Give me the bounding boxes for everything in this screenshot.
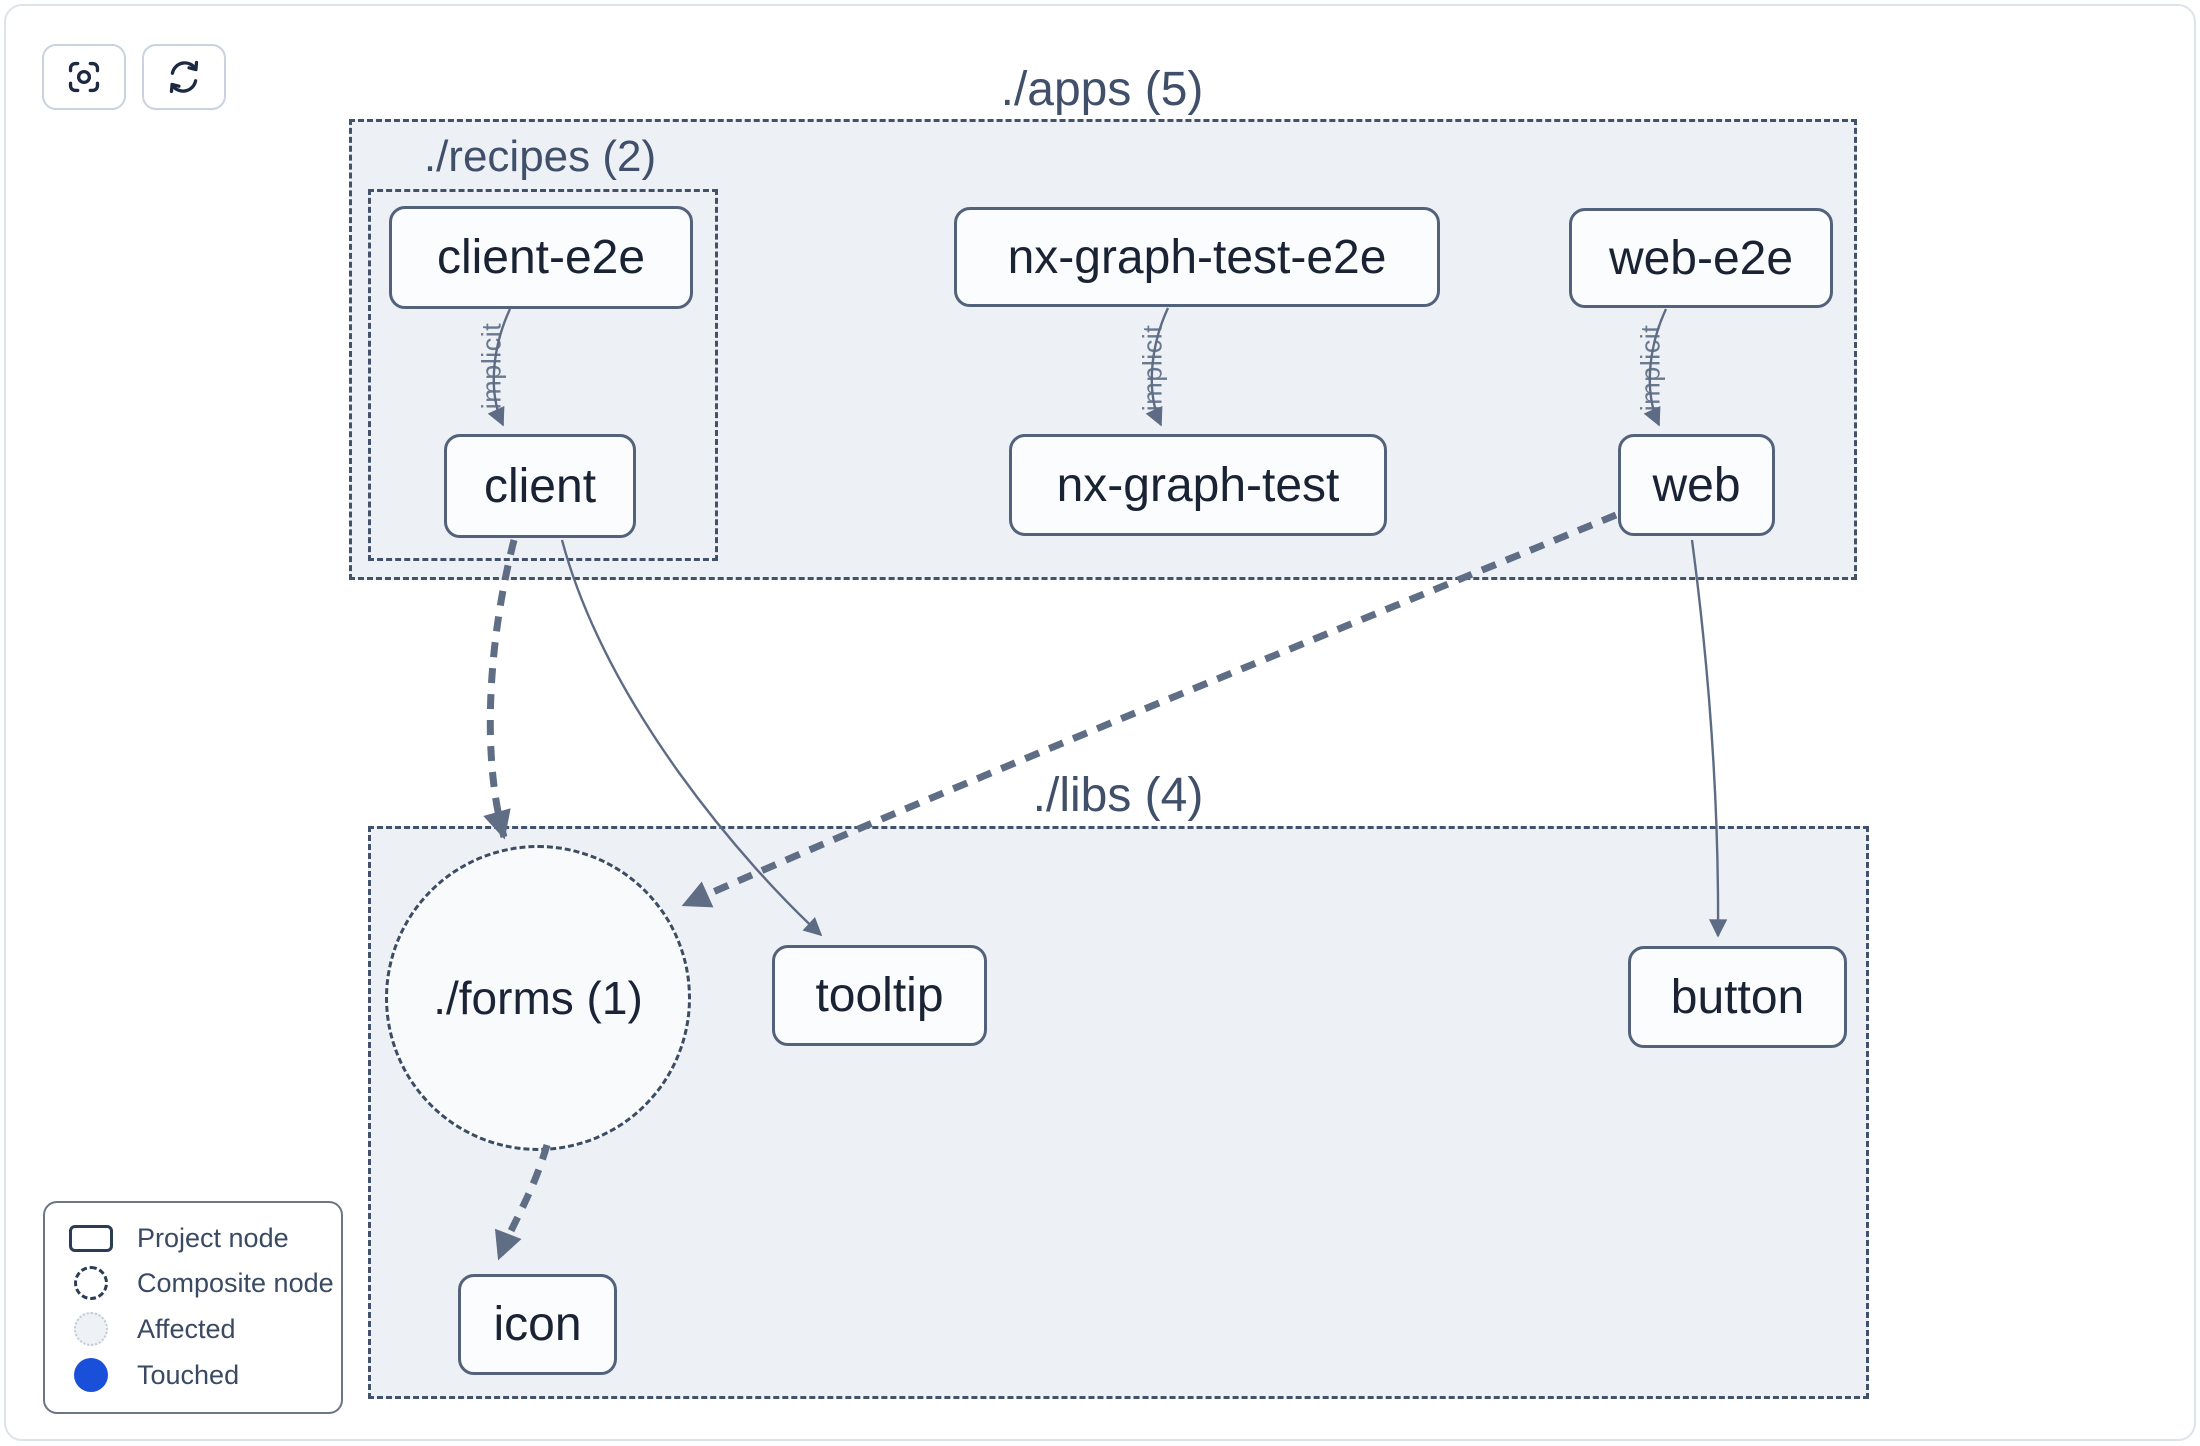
edge-web-e2e-to-web[interactable] [1643,308,1668,427]
legend-label: Affected [137,1313,236,1344]
group-recipes-label: ./recipes (2) [423,132,657,181]
edge-web-to-forms[interactable] [681,511,1618,909]
legend-label: Composite node [137,1267,334,1298]
node-web-label: web [1652,458,1741,512]
edge-client-to-tooltip[interactable] [560,539,823,937]
node-nx-graph-test-e2e-label: nx-graph-test-e2e [1007,230,1387,284]
legend-row-composite-node: Composite node [45,1266,341,1300]
affected-symbol [45,1312,137,1346]
node-client[interactable]: client [444,434,636,538]
node-button-label: button [1670,970,1805,1024]
node-client-e2e-label: client-e2e [436,231,646,284]
group-apps-label: ./apps (5) [1000,63,1204,116]
composite-node-symbol [45,1266,137,1300]
refresh-icon [169,60,199,94]
node-button[interactable]: button [1628,946,1847,1048]
legend-row-project-node: Project node [45,1223,341,1254]
legend-row-touched: Touched [45,1358,341,1392]
edges-layer [483,307,1728,1261]
edge-nx-graph-test-e2e-to-nx-graph-test[interactable] [1145,307,1170,427]
edge-web-to-button[interactable] [1690,539,1728,938]
node-client-label: client [483,459,597,513]
focus-button[interactable] [42,44,126,110]
graph-canvas[interactable]: ./apps (5) ./recipes (2) ./libs (4) ./fo… [4,4,2196,1441]
node-web-e2e[interactable]: web-e2e [1569,208,1833,308]
group-recipes[interactable] [368,189,718,561]
composite-node-forms-label: ./forms (1) [433,972,643,1024]
composite-node-forms[interactable]: ./forms (1) [385,845,691,1151]
group-libs-label: ./libs (4) [1032,769,1204,822]
node-nx-graph-test-e2e[interactable]: nx-graph-test-e2e [954,207,1440,307]
legend-label: Touched [137,1359,240,1390]
node-web-e2e-label: web-e2e [1608,231,1794,285]
legend-label: Project node [137,1223,289,1253]
legend-row-affected: Affected [45,1312,341,1346]
edge-client-e2e-to-client[interactable] [487,308,512,427]
node-tooltip-label: tooltip [815,969,944,1022]
touched-symbol [45,1358,137,1392]
node-client-e2e[interactable]: client-e2e [389,206,693,309]
node-icon[interactable]: icon [458,1274,617,1375]
legend: Project node Composite node Affected Tou… [43,1201,343,1414]
project-node-symbol [45,1225,137,1252]
refresh-button[interactable] [142,44,226,110]
edge-client-to-forms[interactable] [483,539,518,840]
edge-label-implicit-client: implicit [476,322,507,410]
node-tooltip[interactable]: tooltip [772,945,987,1046]
node-nx-graph-test[interactable]: nx-graph-test [1009,434,1387,536]
node-icon-label: icon [493,1298,582,1351]
node-nx-graph-test-label: nx-graph-test [1056,458,1340,512]
node-web[interactable]: web [1618,434,1775,536]
edge-forms-to-icon[interactable] [494,1144,551,1261]
focus-icon [68,61,100,93]
